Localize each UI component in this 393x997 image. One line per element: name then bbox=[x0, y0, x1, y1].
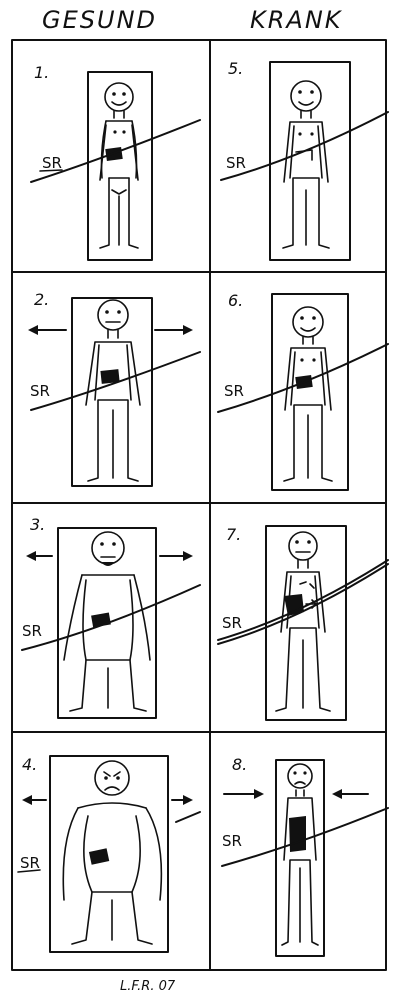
sr-label: SR bbox=[222, 832, 242, 850]
sr-label: SR bbox=[42, 154, 62, 172]
outward-arrow-left bbox=[28, 325, 66, 335]
sr-label: SR bbox=[224, 382, 244, 400]
sr-line bbox=[176, 812, 200, 822]
panel-6: 6. SR bbox=[218, 291, 388, 490]
outward-arrow-right bbox=[155, 325, 193, 335]
outward-arrow-left bbox=[22, 795, 46, 805]
panel-3: 3. SR bbox=[22, 515, 200, 718]
stick-figure bbox=[63, 761, 161, 944]
stick-figure bbox=[100, 83, 138, 248]
panel-number: 4. bbox=[22, 755, 37, 774]
figure-box bbox=[50, 756, 168, 952]
figure-box bbox=[72, 298, 152, 486]
figure-box bbox=[88, 72, 152, 260]
panel-4: 4. SR bbox=[18, 755, 200, 952]
outward-arrow-right bbox=[172, 795, 193, 805]
panel-8: 8. SR bbox=[222, 755, 388, 956]
sr-label: SR bbox=[22, 622, 42, 640]
panel-number: 2. bbox=[34, 290, 49, 309]
sr-label: SR bbox=[226, 154, 246, 172]
stick-figure bbox=[283, 81, 329, 248]
sr-label: SR bbox=[222, 614, 242, 632]
signature: L.F.R. 07 bbox=[120, 979, 176, 994]
panel-number: 6. bbox=[228, 291, 243, 310]
panel-number: 1. bbox=[34, 63, 49, 82]
stick-figure bbox=[276, 532, 330, 711]
panel-number: 5. bbox=[228, 59, 243, 78]
stick-figure bbox=[282, 764, 318, 945]
panel-1: 1. SR bbox=[31, 63, 200, 260]
inward-arrow-right bbox=[332, 789, 368, 799]
panel-7: 7. SR bbox=[218, 525, 388, 720]
sr-label: SR bbox=[20, 854, 40, 872]
stick-figure bbox=[64, 532, 150, 711]
panel-number: 7. bbox=[226, 525, 241, 544]
panel-number: 8. bbox=[232, 755, 247, 774]
sr-line bbox=[22, 585, 200, 650]
sr-label: SR bbox=[30, 382, 50, 400]
panel-number: 3. bbox=[30, 515, 45, 534]
sr-underline bbox=[40, 170, 62, 171]
stick-figure bbox=[284, 307, 332, 481]
outward-arrow-left bbox=[26, 551, 52, 561]
panel-5: 5. SR bbox=[221, 59, 388, 260]
figure-box bbox=[272, 294, 348, 490]
outward-arrow-right bbox=[160, 551, 193, 561]
inward-arrow-left bbox=[224, 789, 264, 799]
panel-2: 2. SR bbox=[28, 290, 200, 486]
